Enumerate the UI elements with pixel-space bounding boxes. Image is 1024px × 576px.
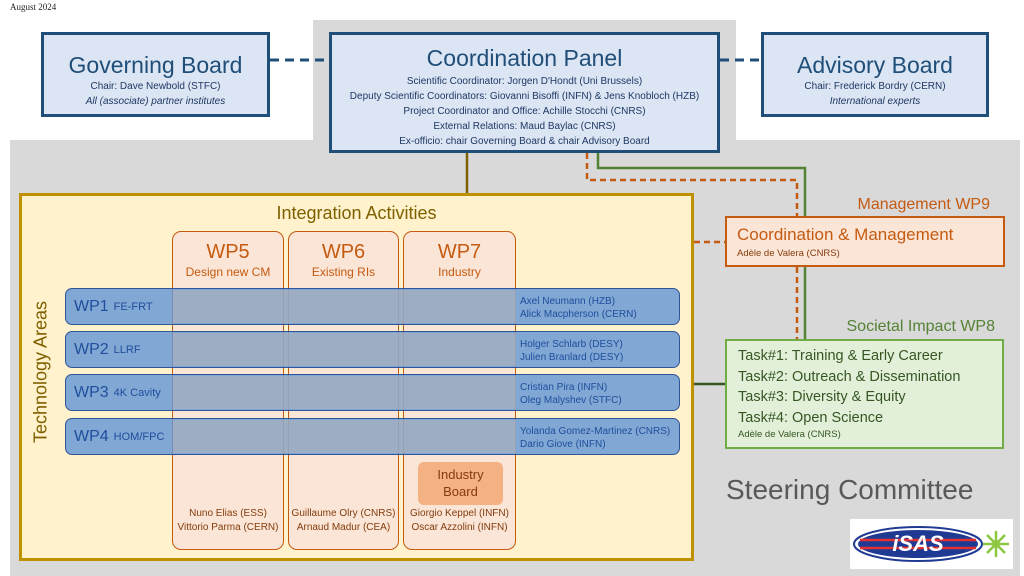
industry-board-line: Board xyxy=(443,484,478,499)
matrix-overlay xyxy=(173,333,516,366)
technology-areas-text: Technology Areas xyxy=(30,300,51,444)
wp6-lead: Arnaud Madur (CEA) xyxy=(296,522,391,533)
steering-committee-label: Steering Committee xyxy=(726,474,974,505)
governing-board-title: Governing Board xyxy=(68,52,243,78)
industry-board-line: Industry xyxy=(437,467,484,482)
technology-areas-label: Technology Areas xyxy=(20,288,62,456)
wp6-title: WP6 xyxy=(321,241,366,263)
societal-impact-box: Task#1: Training & Early Career Task#2: … xyxy=(725,339,1004,449)
industry-board: Industry Board xyxy=(418,462,503,505)
integration-activities-title: Integration Activities xyxy=(276,203,437,223)
wp3-number: WP3 xyxy=(74,383,109,401)
wp5-lead: Vittorio Parma (CERN) xyxy=(177,522,279,533)
wp3-lead: Oleg Malyshev (STFC) xyxy=(520,395,622,406)
wp3-label: WP3 4K Cavity xyxy=(74,375,161,410)
wp5-lead: Nuno Elias (ESS) xyxy=(189,508,267,519)
wp1-lead: Axel Neumann (HZB) xyxy=(520,296,616,307)
isas-logo-text: iSAS xyxy=(892,531,944,556)
wp7-title: WP7 xyxy=(437,241,482,263)
wp5-title: WP5 xyxy=(206,241,250,263)
wp4-lead: Dario Giove (INFN) xyxy=(520,439,606,450)
isas-logo-graphic: iSAS xyxy=(853,526,1009,562)
coordination-management-lead: Adèle de Valera (CNRS) xyxy=(737,248,840,259)
wp2-leads: Holger Schlarb (DESY) Julien Branlard (D… xyxy=(520,338,623,364)
matrix-overlay xyxy=(173,376,516,409)
task-item: Task#2: Outreach & Dissemination xyxy=(738,368,961,385)
wp4-lead: Yolanda Gomez-Martinez (CNRS) xyxy=(520,426,671,437)
governing-board-members: All (associate) partner institutes xyxy=(85,96,226,107)
wp5-subtitle: Design new CM xyxy=(185,265,271,279)
coordination-panel-title: Coordination Panel xyxy=(426,45,623,71)
task-item: Task#3: Diversity & Equity xyxy=(738,389,906,405)
wp6-lead: Guillaume Olry (CNRS) xyxy=(291,508,396,519)
wp4-number: WP4 xyxy=(74,427,109,445)
coordination-panel-line: Ex-officio: chair Governing Board & chai… xyxy=(399,136,650,147)
wp1-label: WP1 FE-FRT xyxy=(74,289,153,324)
wp4-label: WP4 HOM/FPC xyxy=(74,419,164,454)
matrix-overlay xyxy=(173,290,516,323)
wp5-leads: Nuno Elias (ESS) Vittorio Parma (CERN) xyxy=(173,507,283,535)
advisory-board-title: Advisory Board xyxy=(797,52,953,78)
wp7-subtitle: Industry xyxy=(438,265,481,279)
wp7-leads: Giorgio Keppel (INFN) Oscar Azzolini (IN… xyxy=(404,507,515,535)
task-item: Task#1: Training & Early Career xyxy=(738,348,943,364)
wp3-leads: Cristian Pira (INFN) Oleg Malyshev (STFC… xyxy=(520,381,622,407)
wp2-lead: Holger Schlarb (DESY) xyxy=(520,339,623,350)
wp3-topic: 4K Cavity xyxy=(113,386,161,399)
coordination-management-box: Coordination & Management Adèle de Valer… xyxy=(725,216,1005,267)
wp7-lead: Giorgio Keppel (INFN) xyxy=(410,508,509,519)
coordination-panel-line: External Relations: Maud Baylac (CNRS) xyxy=(433,121,616,132)
wp1-lead: Alick Macpherson (CERN) xyxy=(520,309,637,320)
coordination-panel-line: Deputy Scientific Coordinators: Giovanni… xyxy=(349,91,700,102)
governing-board-chair: Chair: Dave Newbold (STFC) xyxy=(90,81,221,92)
societal-impact-wp8-title: Societal Impact WP8 xyxy=(846,318,996,335)
advisory-board-members: International experts xyxy=(829,96,921,107)
wp1-topic: FE-FRT xyxy=(113,300,153,313)
management-wp9-title: Management WP9 xyxy=(857,196,990,213)
governing-board: Governing Board Chair: Dave Newbold (STF… xyxy=(41,32,270,117)
task-item: Task#4: Open Science xyxy=(738,409,884,426)
wp2-topic: LLRF xyxy=(113,343,141,356)
societal-impact-lead: Adèle de Valera (CNRS) xyxy=(738,429,841,440)
advisory-board-chair: Chair: Frederick Bordry (CERN) xyxy=(804,81,946,92)
wp6-subtitle: Existing RIs xyxy=(311,265,376,279)
coordination-panel-line: Scientific Coordinator: Jorgen D'Hondt (… xyxy=(406,76,643,87)
wp3-lead: Cristian Pira (INFN) xyxy=(520,382,608,393)
matrix-overlay xyxy=(173,420,516,453)
wp2-lead: Julien Branlard (DESY) xyxy=(520,352,624,363)
wp2-label: WP2 LLRF xyxy=(74,332,141,367)
wp4-topic: HOM/FPC xyxy=(113,430,165,443)
wp4-leads: Yolanda Gomez-Martinez (CNRS) Dario Giov… xyxy=(520,425,670,451)
coordination-management-title: Coordination & Management xyxy=(737,225,954,244)
wp7-lead: Oscar Azzolini (INFN) xyxy=(411,522,508,533)
wp1-number: WP1 xyxy=(74,297,109,315)
wp2-number: WP2 xyxy=(74,340,109,358)
coordination-panel: Coordination Panel Scientific Coordinato… xyxy=(329,32,720,153)
star-icon xyxy=(983,531,1009,557)
advisory-board: Advisory Board Chair: Frederick Bordry (… xyxy=(761,32,989,117)
coordination-panel-line: Project Coordinator and Office: Achille … xyxy=(403,106,646,117)
wp6-leads: Guillaume Olry (CNRS) Arnaud Madur (CEA) xyxy=(289,507,398,535)
wp1-leads: Axel Neumann (HZB) Alick Macpherson (CER… xyxy=(520,295,637,321)
isas-logo: iSAS xyxy=(850,519,1013,569)
date-label: August 2024 xyxy=(10,2,57,12)
